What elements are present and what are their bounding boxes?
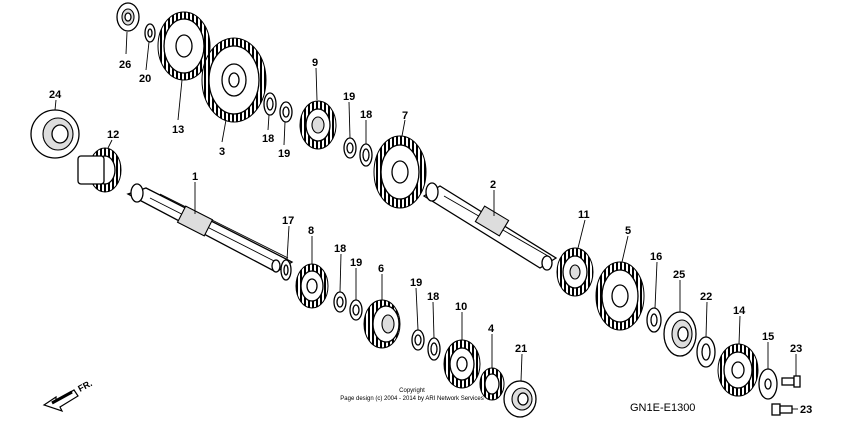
gear-8: [295, 263, 329, 309]
callout-25: 25: [673, 269, 685, 281]
diagram-code: GN1E-E1300: [630, 402, 695, 414]
callout-19-b: 19: [278, 148, 290, 160]
callout-5: 5: [625, 225, 631, 237]
callout-3: 3: [219, 146, 225, 158]
gear-10: [443, 339, 481, 389]
callout-18-d: 18: [427, 291, 439, 303]
callout-11: 11: [578, 209, 590, 221]
callout-19-d: 19: [410, 277, 422, 289]
washer-19-lower: [349, 299, 363, 321]
direction-label: FR.: [76, 378, 93, 394]
callout-9: 9: [312, 57, 318, 69]
gear-7: [373, 135, 427, 209]
plate-15: [758, 368, 778, 400]
callout-10: 10: [455, 301, 467, 313]
callout-6: 6: [378, 263, 384, 275]
callout-23-b: 23: [800, 404, 812, 416]
callout-18-c: 18: [334, 243, 346, 255]
front-direction-arrow: FR.: [42, 378, 94, 413]
callout-14: 14: [733, 305, 746, 317]
washer-16: [646, 307, 662, 333]
gear-9: [299, 100, 337, 150]
bolt-23-lower: [771, 403, 793, 416]
washer-20: [144, 23, 156, 43]
callout-15: 15: [762, 331, 774, 343]
bearing-25: [663, 311, 697, 357]
callout-2: 2: [490, 179, 496, 191]
shaft-2: [422, 182, 558, 271]
callout-17: 17: [282, 215, 294, 227]
callout-7: 7: [402, 110, 408, 122]
washer-17: [280, 259, 292, 281]
bearing-21: [503, 380, 537, 418]
callout-4: 4: [488, 323, 495, 335]
callout-8: 8: [308, 225, 314, 237]
gear-11: [556, 247, 594, 297]
gear-4: [479, 367, 505, 401]
callout-21: 21: [515, 343, 527, 355]
gear-3: [201, 37, 267, 123]
washer-19-bottom: [411, 329, 425, 351]
bearing-24: [30, 109, 80, 159]
gear-6: [363, 299, 401, 349]
gear-13: [157, 11, 211, 81]
callout-16: 16: [650, 251, 662, 263]
callout-12: 12: [107, 129, 119, 141]
copyright-line-1: Copyright: [399, 388, 425, 394]
washer-18-upper: [263, 92, 277, 116]
gear-5: [595, 261, 645, 331]
callout-1: 1: [192, 171, 198, 183]
callout-18-a: 18: [360, 109, 372, 121]
callout-22: 22: [700, 291, 712, 303]
gear-12: [77, 147, 122, 193]
callout-23-a: 23: [790, 343, 802, 355]
washer-18-lower: [333, 291, 347, 313]
bearing-26: [116, 2, 140, 32]
shaft-1: [126, 183, 294, 273]
callout-18-b: 18: [262, 133, 274, 145]
bolt-23-upper: [781, 375, 801, 388]
callout-26: 26: [119, 59, 131, 71]
washer-18-bottom: [427, 337, 441, 361]
callout-24: 24: [49, 89, 62, 101]
leader-lines: [54, 31, 798, 410]
callout-19-c: 19: [350, 257, 362, 269]
washer-19-mid: [343, 137, 357, 159]
sprocket-14: [717, 343, 759, 397]
callout-labels: 26 20 13 3 9 19 18 18 19 7 24 12 1 2 17 …: [49, 57, 812, 416]
washer-19-upper: [279, 101, 293, 123]
callout-20: 20: [139, 73, 151, 85]
callout-13: 13: [172, 124, 184, 136]
copyright-line-2: Page design (c) 2004 - 2014 by ARI Netwo…: [340, 396, 483, 402]
callout-19-a: 19: [343, 91, 355, 103]
seal-22: [696, 336, 716, 368]
washer-18-mid: [359, 143, 373, 167]
